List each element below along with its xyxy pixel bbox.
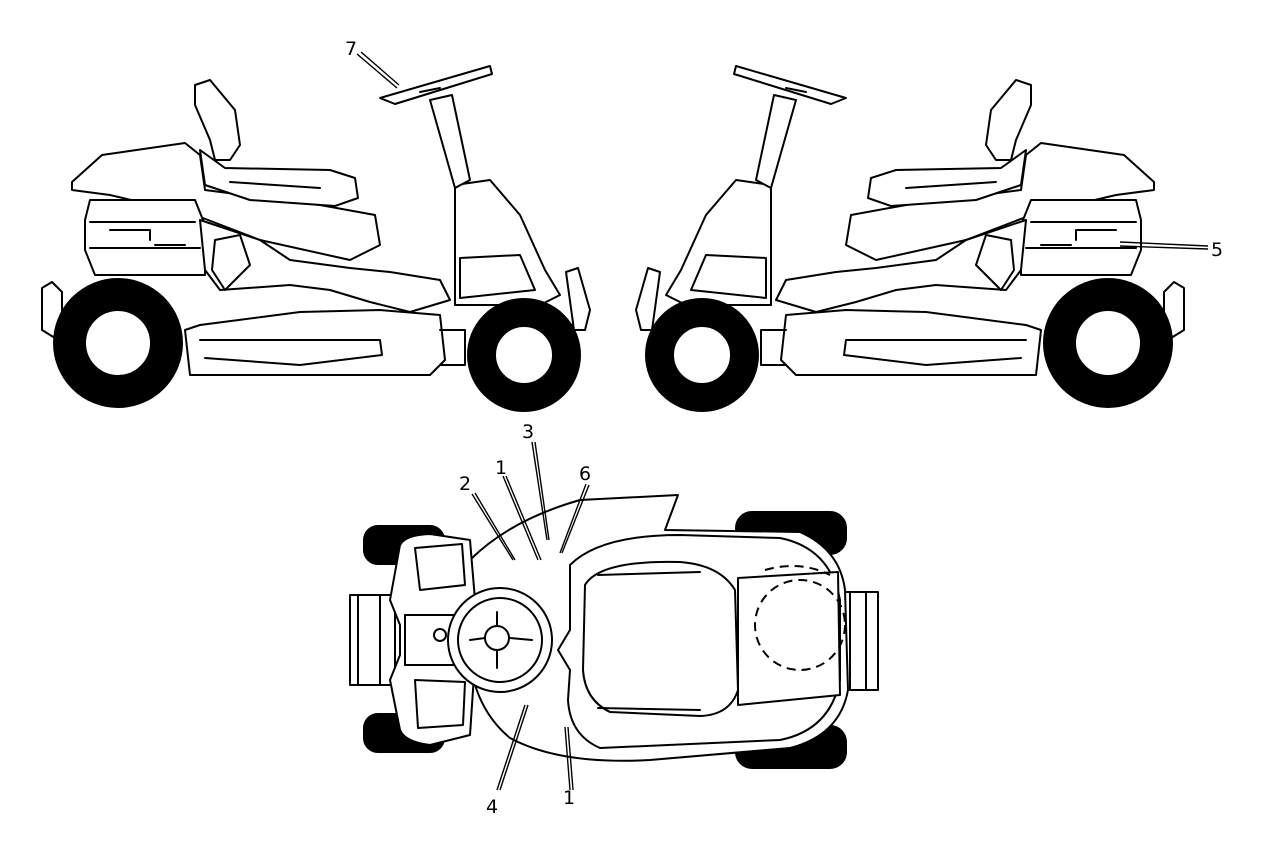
callout-1-top: 1 [495,457,507,479]
mower-side-view-left [41,65,591,412]
callout-4: 4 [486,796,498,818]
callout-numbers: 7 5 3 1 6 2 4 1 [345,38,1223,818]
callout-7: 7 [345,38,357,60]
callout-6: 6 [579,463,591,485]
callout-leaders [356,51,1209,791]
callout-2: 2 [459,473,471,495]
mower-top-view [349,494,879,769]
mower-side-view-right [635,65,1185,412]
callout-1-bottom: 1 [563,787,575,809]
callout-3: 3 [522,421,534,443]
callout-5: 5 [1211,239,1223,261]
